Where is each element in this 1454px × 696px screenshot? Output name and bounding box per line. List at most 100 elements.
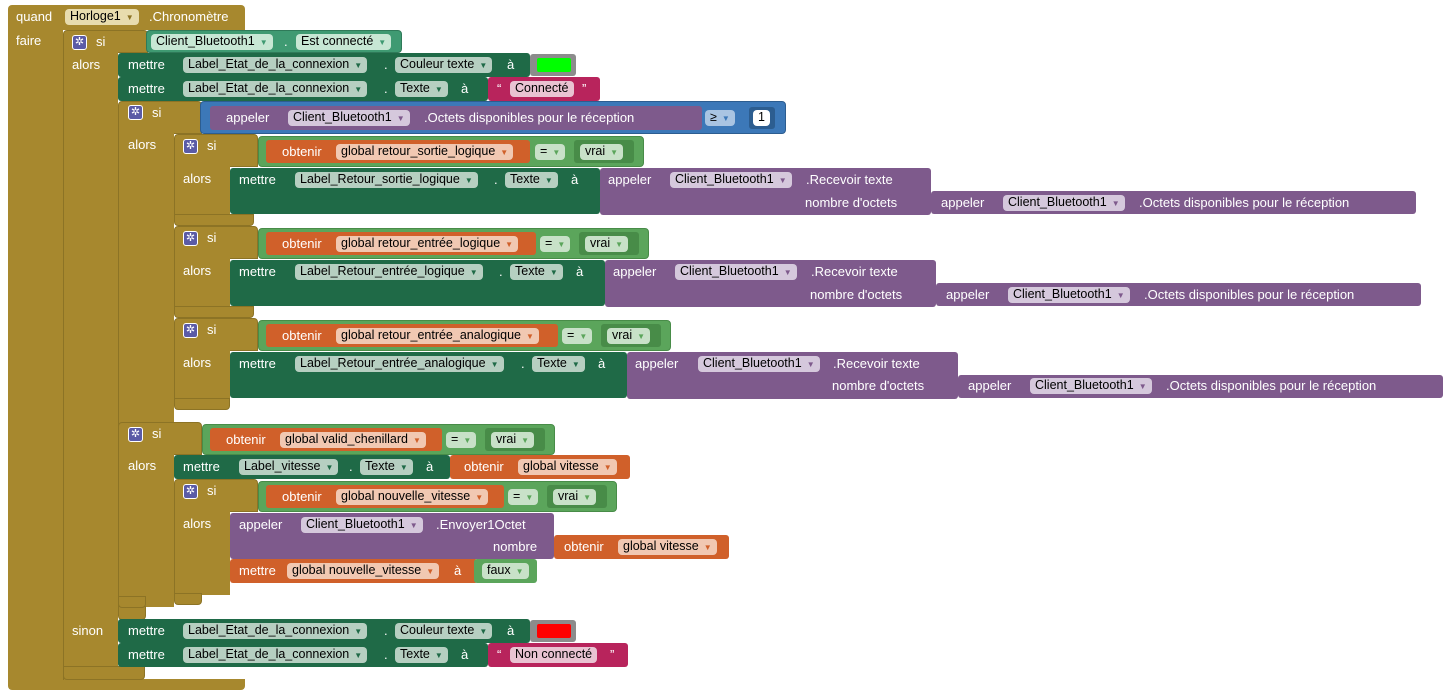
dot-separator: . bbox=[494, 172, 498, 187]
chevron-down-icon: ▼ bbox=[354, 651, 363, 660]
label-dropdown[interactable]: Label_Retour_entrée_analogique▼ bbox=[295, 356, 504, 372]
if-analog-spine bbox=[174, 350, 230, 402]
operator-value: = bbox=[545, 236, 553, 250]
boolean-dropdown[interactable]: vrai▼ bbox=[491, 432, 535, 448]
label-dropdown[interactable]: Label_vitesse▼ bbox=[239, 459, 339, 475]
green-color-swatch[interactable] bbox=[537, 58, 571, 72]
variable-dropdown[interactable]: global retour_entrée_logique▼ bbox=[336, 236, 519, 252]
chevron-down-icon: ▼ bbox=[354, 627, 363, 636]
bt-component-name: Client_Bluetooth1 bbox=[680, 264, 779, 278]
operator-dropdown[interactable]: =▼ bbox=[446, 432, 477, 448]
label-state-dropdown[interactable]: Label_Etat_de_la_connexion▼ bbox=[183, 57, 368, 73]
variable-name: global retour_entrée_analogique bbox=[341, 328, 522, 342]
method-name: .Octets disponibles pour le réception bbox=[424, 110, 635, 125]
bt-component-dropdown[interactable]: Client_Bluetooth1▼ bbox=[1030, 378, 1152, 394]
gear-icon[interactable]: ✲ bbox=[183, 139, 198, 154]
gear-icon[interactable]: ✲ bbox=[128, 105, 143, 120]
variable-dropdown[interactable]: global retour_sortie_logique▼ bbox=[336, 144, 514, 160]
number-field[interactable]: 1 bbox=[753, 110, 770, 126]
operator-dropdown[interactable]: =▼ bbox=[508, 489, 539, 505]
to-keyword: à bbox=[507, 623, 515, 638]
bt-component-dropdown[interactable]: Client_Bluetooth1▼ bbox=[151, 34, 273, 50]
call-keyword: appeler bbox=[239, 517, 283, 532]
variable-name: global vitesse bbox=[523, 459, 599, 473]
boolean-dropdown[interactable]: faux▼ bbox=[482, 563, 529, 579]
property-dropdown[interactable]: Texte▼ bbox=[360, 459, 413, 475]
operator-dropdown[interactable]: ≥▼ bbox=[705, 110, 735, 126]
red-color-swatch[interactable] bbox=[537, 624, 571, 638]
set-keyword: mettre bbox=[183, 459, 220, 474]
boolean-value: vrai bbox=[585, 144, 606, 158]
to-keyword: à bbox=[571, 172, 579, 187]
bt-component-dropdown[interactable]: Client_Bluetooth1▼ bbox=[670, 172, 792, 188]
timer-component-dropdown[interactable]: Horloge1 ▼ bbox=[65, 9, 139, 25]
property-dropdown[interactable]: Texte▼ bbox=[510, 264, 563, 280]
boolean-dropdown[interactable]: vrai▼ bbox=[585, 236, 629, 252]
get-keyword: obtenir bbox=[282, 328, 322, 343]
property-dropdown[interactable]: Couleur texte▼ bbox=[395, 57, 493, 73]
chevron-down-icon: ▼ bbox=[721, 114, 730, 123]
boolean-dropdown[interactable]: vrai▼ bbox=[607, 328, 651, 344]
label-state-dropdown[interactable]: Label_Etat_de_la_connexion▼ bbox=[183, 647, 368, 663]
if-entree-spine bbox=[174, 258, 230, 310]
label-state-dropdown[interactable]: Label_Etat_de_la_connexion▼ bbox=[183, 81, 368, 97]
gear-icon[interactable]: ✲ bbox=[183, 323, 198, 338]
bt-component-dropdown[interactable]: Client_Bluetooth1▼ bbox=[1003, 195, 1125, 211]
operator-value: = bbox=[513, 489, 521, 503]
bt-component-dropdown[interactable]: Client_Bluetooth1▼ bbox=[288, 110, 410, 126]
set-keyword: mettre bbox=[128, 57, 165, 72]
method-name: .Octets disponibles pour le réception bbox=[1139, 195, 1350, 210]
to-keyword: à bbox=[507, 57, 515, 72]
property-dropdown[interactable]: Couleur texte▼ bbox=[395, 623, 493, 639]
to-keyword: à bbox=[576, 264, 584, 279]
property-name: Texte bbox=[510, 172, 540, 186]
call-keyword: appeler bbox=[941, 195, 985, 210]
get-keyword: obtenir bbox=[226, 432, 266, 447]
bt-property-dropdown[interactable]: Est connecté▼ bbox=[296, 34, 392, 50]
label-state-dropdown[interactable]: Label_Etat_de_la_connexion▼ bbox=[183, 623, 368, 639]
bt-component-dropdown[interactable]: Client_Bluetooth1▼ bbox=[675, 264, 797, 280]
timer-component-name: Horloge1 bbox=[70, 9, 121, 23]
bt-component-dropdown[interactable]: Client_Bluetooth1▼ bbox=[1008, 287, 1130, 303]
then-keyword: alors bbox=[183, 516, 212, 531]
if-chenillard-spine bbox=[118, 454, 174, 598]
label-dropdown[interactable]: Label_Retour_entrée_logique▼ bbox=[295, 264, 483, 280]
gear-icon[interactable]: ✲ bbox=[72, 35, 87, 50]
operator-dropdown[interactable]: =▼ bbox=[540, 236, 571, 252]
chevron-down-icon: ▼ bbox=[426, 567, 435, 576]
chevron-down-icon: ▼ bbox=[610, 148, 619, 157]
dot-separator: . bbox=[499, 264, 503, 279]
property-dropdown[interactable]: Texte▼ bbox=[505, 172, 558, 188]
variable-dropdown[interactable]: global nouvelle_vitesse▼ bbox=[336, 489, 489, 505]
chevron-down-icon: ▼ bbox=[396, 114, 405, 123]
chevron-down-icon: ▼ bbox=[552, 148, 561, 157]
operator-dropdown[interactable]: =▼ bbox=[562, 328, 593, 344]
label-dropdown[interactable]: Label_Retour_sortie_logique▼ bbox=[295, 172, 478, 188]
text-value-field[interactable]: Connecté bbox=[510, 81, 574, 97]
text-value-field[interactable]: Non connecté bbox=[510, 647, 598, 663]
variable-dropdown[interactable]: global valid_chenillard▼ bbox=[280, 432, 426, 448]
chevron-down-icon: ▼ bbox=[469, 268, 478, 277]
chevron-down-icon: ▼ bbox=[125, 13, 134, 22]
property-name: Couleur texte bbox=[400, 623, 475, 637]
bt-component-dropdown[interactable]: Client_Bluetooth1▼ bbox=[301, 517, 423, 533]
property-dropdown[interactable]: Texte▼ bbox=[395, 81, 448, 97]
boolean-dropdown[interactable]: vrai ▼ bbox=[580, 144, 624, 160]
bt-component-dropdown[interactable]: Client_Bluetooth1▼ bbox=[698, 356, 820, 372]
if-new-speed-footer bbox=[174, 593, 202, 605]
variable-dropdown[interactable]: global nouvelle_vitesse▼ bbox=[287, 563, 440, 579]
variable-dropdown[interactable]: global retour_entrée_analogique▼ bbox=[336, 328, 539, 344]
property-dropdown[interactable]: Texte▼ bbox=[395, 647, 448, 663]
gear-icon[interactable]: ✲ bbox=[183, 231, 198, 246]
gear-icon[interactable]: ✲ bbox=[183, 484, 198, 499]
if-keyword: si bbox=[152, 105, 162, 120]
operator-value: = bbox=[567, 328, 575, 342]
call-keyword: appeler bbox=[613, 264, 657, 279]
variable-dropdown[interactable]: global vitesse▼ bbox=[518, 459, 617, 475]
gear-icon[interactable]: ✲ bbox=[128, 427, 143, 442]
method-name: .Octets disponibles pour le réception bbox=[1166, 378, 1377, 393]
variable-dropdown[interactable]: global vitesse▼ bbox=[618, 539, 717, 555]
property-dropdown[interactable]: Texte▼ bbox=[532, 356, 585, 372]
operator-dropdown[interactable]: =▼ bbox=[535, 144, 566, 160]
boolean-dropdown[interactable]: vrai▼ bbox=[553, 489, 597, 505]
